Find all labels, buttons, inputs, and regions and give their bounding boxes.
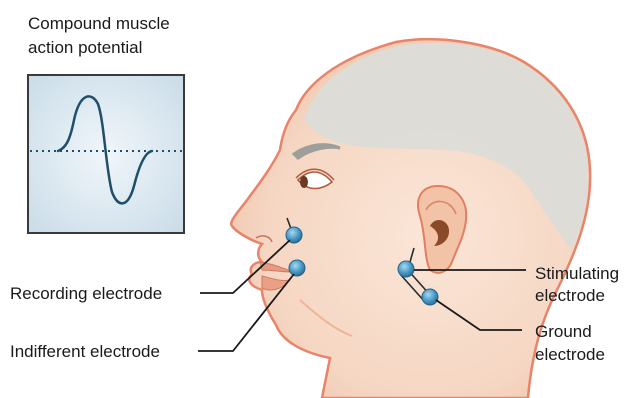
stimulating-electrode bbox=[398, 261, 414, 277]
recording-electrode-label: Recording electrode bbox=[10, 284, 162, 304]
iris bbox=[300, 176, 308, 188]
indifferent-electrode bbox=[289, 260, 305, 276]
ground-electrode bbox=[422, 289, 438, 305]
inset-title-line1: Compound muscle bbox=[28, 14, 170, 34]
stimulating-electrode-label-line1: Stimulating bbox=[535, 264, 619, 284]
ground-electrode-label-line2: electrode bbox=[535, 345, 605, 365]
ground-electrode-label-line1: Ground bbox=[535, 322, 592, 342]
inset-title-line2: action potential bbox=[28, 38, 142, 58]
indifferent-electrode-label: Indifferent electrode bbox=[10, 342, 160, 362]
stimulating-electrode-label-line2: electrode bbox=[535, 286, 605, 306]
